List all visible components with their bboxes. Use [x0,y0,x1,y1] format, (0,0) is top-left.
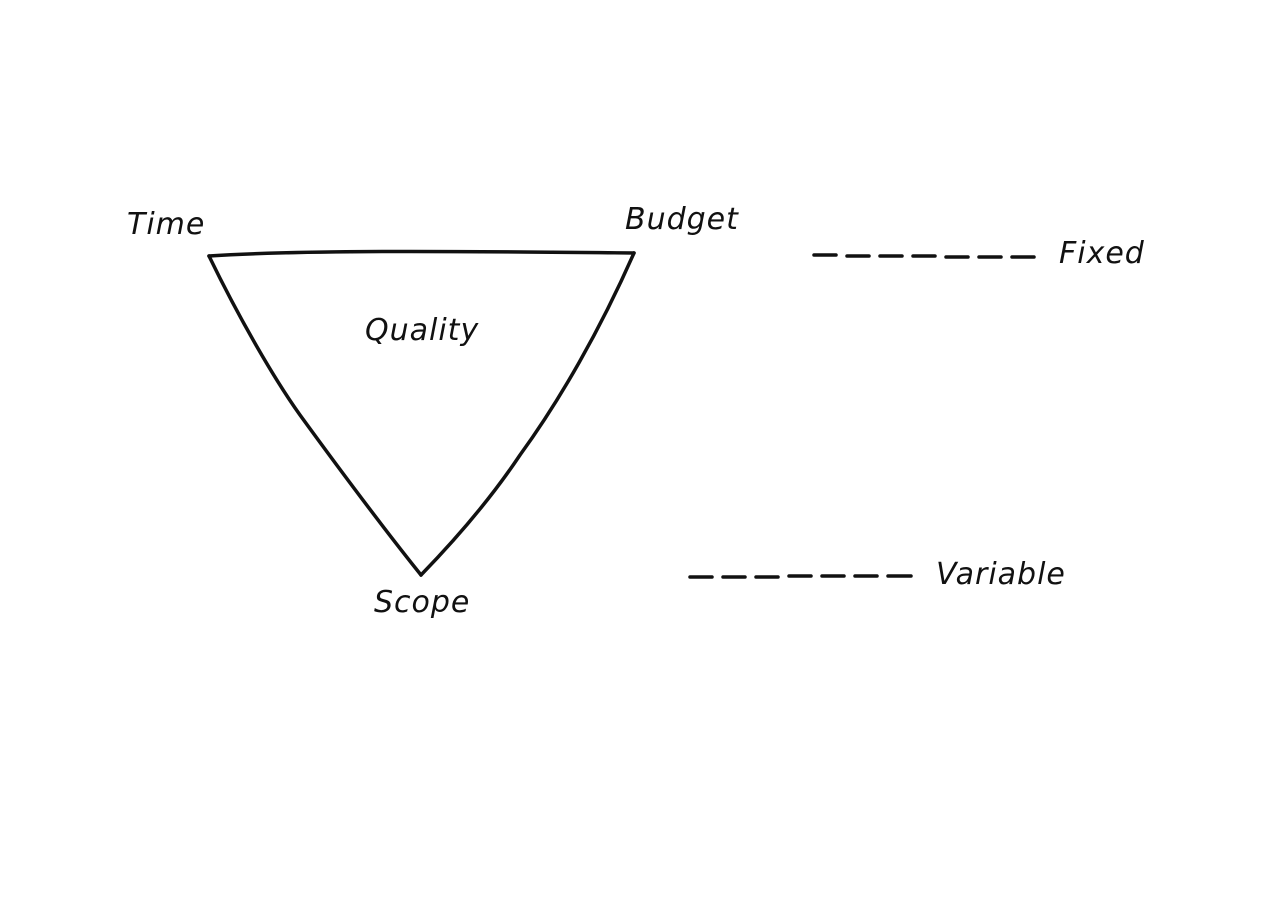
triangle-top-edge [207,249,636,258]
triangle-right-edge [419,251,636,577]
triangle-left-edge [207,254,423,577]
vertex-label-scope: Scope [374,585,471,620]
legend-label-variable: Variable [936,557,1066,592]
legend-label-fixed: Fixed [1059,236,1145,271]
center-label-quality: Quality [365,313,480,348]
fixed-dashed-line [812,253,1036,259]
vertex-label-time: Time [127,207,206,242]
variable-dashed-line [688,574,913,579]
vertex-label-budget: Budget [625,202,739,237]
